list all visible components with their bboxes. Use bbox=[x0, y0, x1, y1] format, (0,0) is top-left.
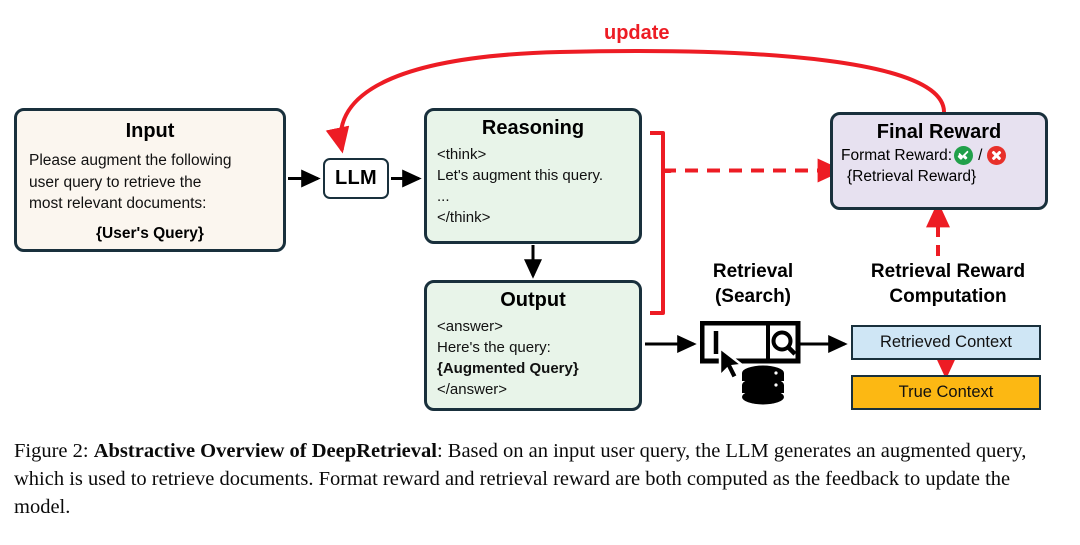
format-reward-label: Format Reward: bbox=[841, 147, 953, 164]
llm-label: LLM bbox=[335, 167, 377, 189]
reasoning-body: <think> Let's augment this query. ... </… bbox=[437, 144, 629, 228]
red-bracket bbox=[650, 131, 672, 315]
output-box: Output <answer> Here's the query: {Augme… bbox=[424, 280, 642, 411]
input-title: Input bbox=[125, 120, 175, 142]
mouse-pointer-icon bbox=[718, 345, 746, 381]
true-context-box: True Context bbox=[851, 375, 1041, 410]
input-body-line: most relevant documents: bbox=[29, 195, 207, 212]
reward-separator: / bbox=[978, 147, 983, 164]
retrieval-title: Retrieval (Search) bbox=[682, 259, 824, 309]
search-widget bbox=[699, 320, 804, 412]
reasoning-line: Let's augment this query. bbox=[437, 167, 604, 184]
reasoning-title: Reasoning bbox=[481, 117, 585, 139]
format-reward-row: Format Reward: / bbox=[841, 145, 1037, 166]
figure-caption: Figure 2: Abstractive Overview of DeepRe… bbox=[14, 437, 1064, 521]
input-body-line: Please augment the following bbox=[29, 152, 232, 169]
final-reward-box: Final Reward Format Reward: / {Retrieval… bbox=[830, 112, 1048, 210]
caption-rest: : Based on an input user query, the LLM … bbox=[14, 440, 1027, 518]
reasoning-box: Reasoning <think> Let's augment this que… bbox=[424, 108, 642, 244]
output-line: </answer> bbox=[437, 381, 508, 398]
output-body: <answer> Here's the query: {Augmented Qu… bbox=[437, 316, 629, 400]
search-bar-icon bbox=[699, 320, 801, 364]
update-label: update bbox=[604, 22, 670, 44]
input-body-line: user query to retrieve the bbox=[29, 173, 202, 191]
check-circle-icon bbox=[954, 146, 974, 165]
reasoning-line: <think> bbox=[437, 146, 487, 163]
output-line: <answer> bbox=[437, 318, 503, 335]
reasoning-line: </think> bbox=[437, 209, 491, 226]
figure-diagram: update Input Please augment the followin… bbox=[0, 0, 1080, 430]
final-reward-title: Final Reward bbox=[876, 121, 1002, 143]
caption-bold-title: Abstractive Overview of DeepRetrieval bbox=[93, 440, 437, 462]
retrieval-title-line-2: (Search) bbox=[714, 286, 792, 307]
retrieved-context-box: Retrieved Context bbox=[851, 325, 1041, 360]
output-augmented-query-token: {Augmented Query} bbox=[437, 360, 579, 377]
output-title: Output bbox=[500, 289, 566, 311]
llm-box: LLM bbox=[323, 158, 389, 199]
reasoning-line: ... bbox=[437, 188, 450, 205]
x-circle-icon bbox=[987, 146, 1007, 165]
retrieval-title-line-1: Retrieval bbox=[712, 261, 794, 282]
input-body: Please augment the following user query … bbox=[29, 150, 271, 215]
database-stack-icon bbox=[742, 365, 784, 405]
caption-label: Figure 2: bbox=[14, 440, 89, 462]
reward-computation-title-line-2: Computation bbox=[889, 286, 1007, 307]
reward-computation-title-line-1: Retrieval Reward bbox=[870, 261, 1026, 282]
input-query-token: {User's Query} bbox=[96, 224, 204, 242]
retrieval-reward-token: {Retrieval Reward} bbox=[847, 168, 977, 185]
input-box: Input Please augment the following user … bbox=[14, 108, 286, 252]
reward-computation-title: Retrieval Reward Computation bbox=[848, 259, 1048, 309]
output-line: Here's the query: bbox=[437, 339, 551, 356]
